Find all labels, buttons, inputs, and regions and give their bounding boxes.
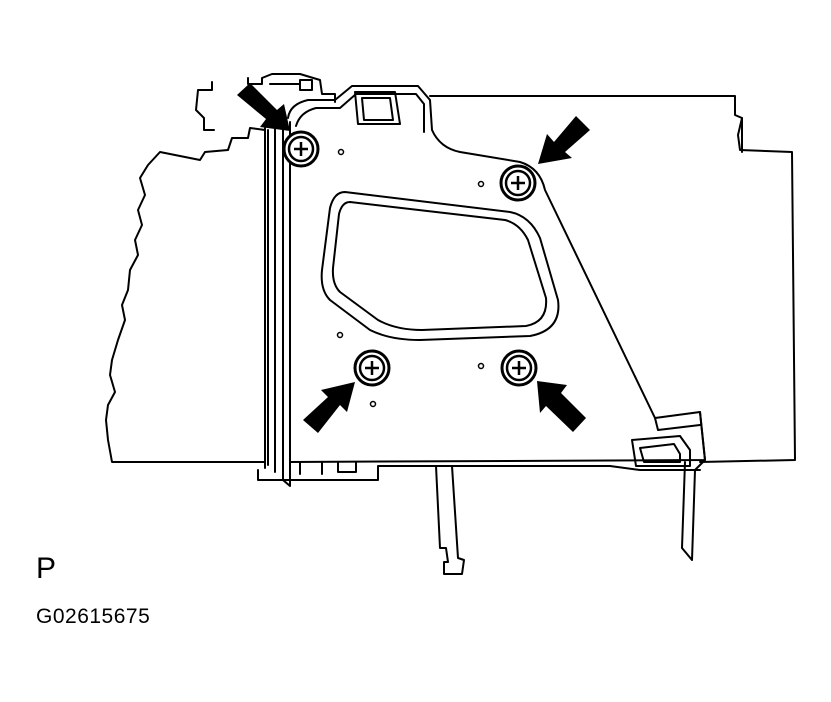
bolt-bottom-left-icon xyxy=(353,349,391,387)
bolt-bottom-right-icon xyxy=(500,349,538,387)
left-unit-upper-edge xyxy=(195,81,215,131)
left-frame-strip xyxy=(264,124,276,473)
rear-housing-outline xyxy=(429,95,796,463)
bracket-plate-outline xyxy=(287,85,706,463)
bolt-top-left-icon xyxy=(282,130,320,168)
top-tab-left xyxy=(247,73,336,103)
figure-id: G02615675 xyxy=(36,605,151,628)
arrow-bottom-left-icon xyxy=(303,382,355,433)
plate-window-outer xyxy=(320,191,560,341)
center-leg xyxy=(435,465,465,575)
plate-holes xyxy=(336,148,485,408)
view-label: P xyxy=(36,552,57,585)
arrow-top-left-icon xyxy=(237,83,290,131)
bracket-plate-inner-edge xyxy=(295,93,425,133)
bottom-rail xyxy=(257,465,701,481)
lower-right-tab xyxy=(631,435,691,467)
bottom-rail-slots xyxy=(299,461,357,475)
top-square-tab xyxy=(354,91,401,125)
arrow-bottom-right-icon xyxy=(537,381,586,432)
top-tab-clip xyxy=(269,79,313,91)
plate-window-inner xyxy=(331,201,548,331)
left-bent-rail xyxy=(282,117,291,487)
right-flange xyxy=(654,411,706,561)
bolt-top-right-icon xyxy=(499,164,537,202)
left-unit-outline xyxy=(105,127,266,463)
arrow-top-right-icon xyxy=(538,116,590,164)
